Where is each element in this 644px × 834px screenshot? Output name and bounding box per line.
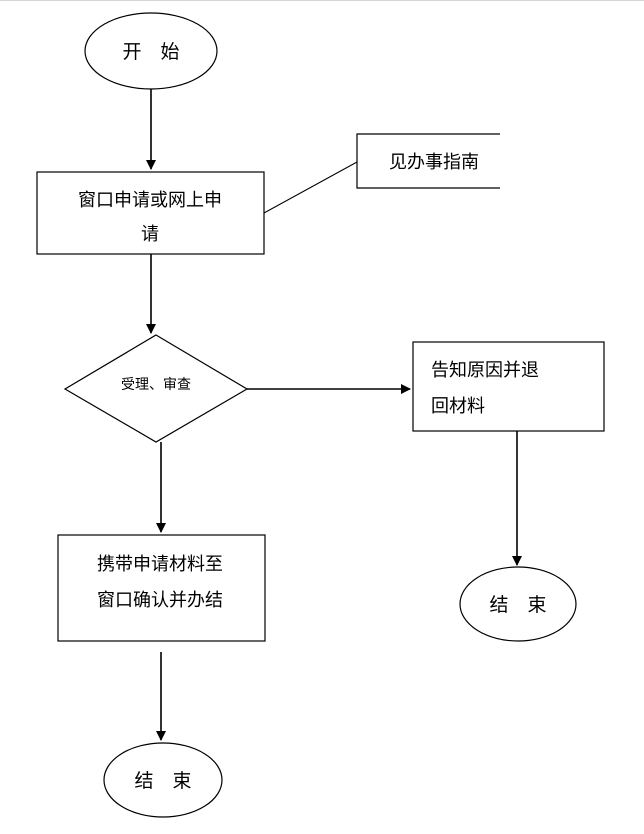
apply-label-line1: 窗口申请或网上申 (78, 190, 222, 211)
end-left-node: 结 束 (103, 742, 223, 818)
apply-node: 窗口申请或网上申 请 (36, 171, 265, 255)
reject-node: 告知原因并退 回材料 (412, 341, 605, 432)
review-node: 受理、审查 (63, 334, 249, 443)
end-right-label: 结 束 (489, 594, 546, 616)
confirm-label-line2: 窗口确认并办结 (97, 590, 223, 611)
guide-note-bracket (356, 133, 500, 189)
guide-note-label: 见办事指南 (389, 152, 479, 173)
start-label: 开 始 (122, 41, 179, 63)
end-right-node: 结 束 (459, 566, 577, 642)
confirm-label-line1: 携带申请材料至 (97, 554, 223, 575)
start-node: 开 始 (84, 12, 218, 90)
confirm-node: 携带申请材料至 窗口确认并办结 (57, 534, 266, 642)
top-edge-line (0, 0, 644, 1)
end-left-label: 结 束 (134, 770, 191, 792)
reject-label-line1: 告知原因并退 (431, 360, 539, 381)
apply-label-line2: 请 (141, 224, 159, 245)
review-label: 受理、审查 (121, 377, 191, 393)
guide-note-connector (263, 161, 358, 214)
reject-label-line2: 回材料 (431, 396, 485, 417)
